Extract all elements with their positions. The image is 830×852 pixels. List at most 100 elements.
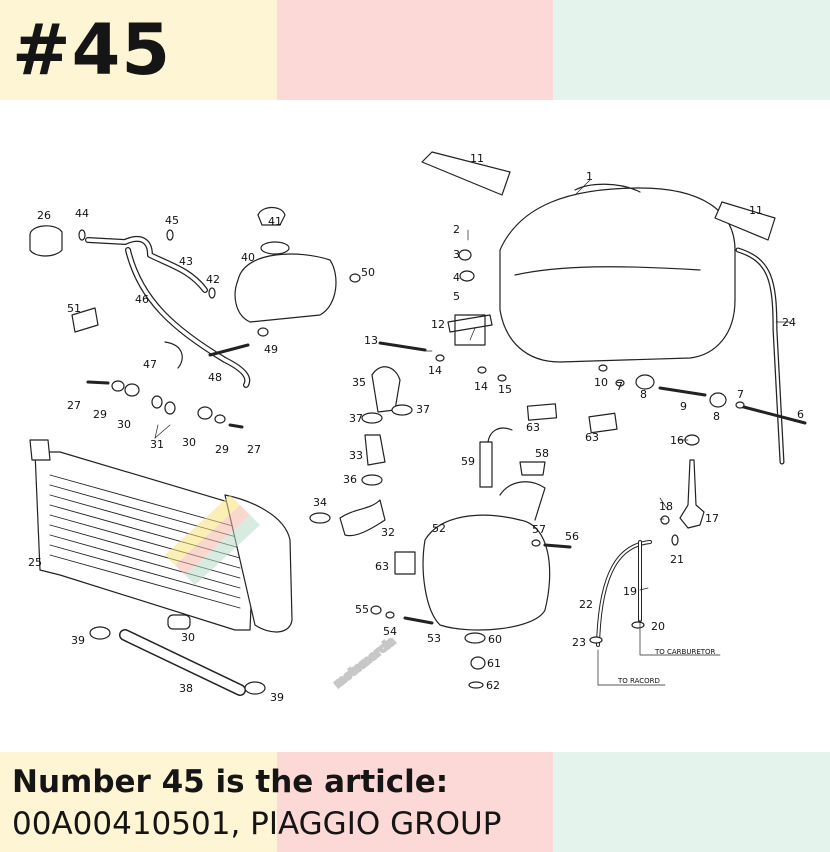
block-63c	[394, 551, 416, 575]
to-carburetor-note: TO CARBURETOR	[654, 648, 716, 656]
part-label: 63	[526, 421, 540, 434]
clip-51	[71, 307, 99, 333]
part-label: 61	[487, 657, 501, 670]
hose-33	[364, 434, 386, 466]
hose-32	[339, 499, 386, 537]
label-sticker-right	[714, 201, 776, 241]
part-label: 15	[498, 383, 512, 396]
part-label: 41	[268, 215, 282, 228]
part-label: 44	[75, 207, 89, 220]
part-label: 18	[659, 500, 673, 513]
part-label: 42	[206, 273, 220, 286]
part-label: 50	[361, 266, 375, 279]
part-label: 8	[713, 410, 720, 423]
part-label: 60	[488, 633, 502, 646]
watermark-stripe	[165, 495, 260, 585]
part-label: 22	[579, 598, 593, 611]
part-label: 45	[165, 214, 179, 227]
part-label: 11	[470, 152, 484, 165]
part-label: 2	[453, 223, 460, 236]
part-label: 37	[349, 412, 363, 425]
part-label: 57	[532, 523, 546, 536]
part-label: 34	[313, 496, 327, 509]
part-label: 63	[585, 431, 599, 444]
part-label: 55	[355, 603, 369, 616]
part-label: 16	[670, 434, 684, 447]
expansion-tank	[234, 253, 337, 323]
part-label: 48	[208, 371, 222, 384]
part-label: 9	[680, 400, 687, 413]
hose-35	[371, 366, 401, 413]
part-label: 26	[37, 209, 51, 222]
part-label: 58	[535, 447, 549, 460]
part-label: 32	[381, 526, 395, 539]
part-label: 3	[453, 248, 460, 261]
part-label: 14	[474, 380, 488, 393]
part-label: 14	[428, 364, 442, 377]
part-label: 10	[594, 376, 608, 389]
part-label: 51	[67, 302, 81, 315]
part-label: 40	[241, 251, 255, 264]
part-label: 20	[651, 620, 665, 633]
fuel-tap-17	[679, 459, 705, 529]
part-label: 17	[705, 512, 719, 525]
part-label: 39	[71, 634, 85, 647]
caption-heading: Number 45 is the article:	[12, 764, 449, 800]
part-label: 6	[797, 408, 804, 421]
part-label: 5	[453, 290, 460, 303]
part-label: 7	[737, 388, 744, 401]
part-label: 27	[67, 399, 81, 412]
part-label: 12	[431, 318, 445, 331]
part-label: 29	[215, 443, 229, 456]
coolant-reservoir	[422, 514, 551, 631]
part-label: 59	[461, 455, 475, 468]
part-label: 62	[486, 679, 500, 692]
part-label: 7	[616, 380, 623, 393]
header-color-band	[0, 0, 830, 100]
part-label: 19	[623, 585, 637, 598]
part-label: 56	[565, 530, 579, 543]
block-63b	[588, 412, 618, 434]
part-label: 35	[352, 376, 366, 389]
part-label: 27	[247, 443, 261, 456]
part-label: 38	[179, 682, 193, 695]
to-racord-note: TO RACORD	[617, 677, 660, 685]
part-label: 23	[572, 636, 586, 649]
part-label: 43	[179, 255, 193, 268]
part-label: 63	[375, 560, 389, 573]
part-label: 33	[349, 449, 363, 462]
part-label: 31	[150, 438, 164, 451]
part-label: 11	[749, 204, 763, 217]
part-label: 53	[427, 632, 441, 645]
part-label: 37	[416, 403, 430, 416]
part-label: 30	[181, 631, 195, 644]
grommet-30	[167, 614, 191, 630]
part-label: 25	[28, 556, 42, 569]
part-number-labels: 1 2 3 4 5 6 7 7 8 8 9 10 11 11 12 13 14 …	[28, 152, 804, 704]
cap-41	[257, 206, 286, 226]
label-sticker-top	[421, 151, 511, 196]
part-label: 24	[782, 316, 796, 329]
block-63a	[526, 403, 558, 421]
part-label: 46	[135, 293, 149, 306]
part-label: 13	[364, 334, 378, 347]
part-label: 21	[670, 553, 684, 566]
part-label: 30	[182, 436, 196, 449]
part-label: 39	[270, 691, 284, 704]
part-label: 4	[453, 271, 460, 284]
filler-cap	[29, 225, 63, 257]
part-label: 30	[117, 418, 131, 431]
sensor-59	[479, 441, 493, 488]
caption-article: 00A00410501, PIAGGIO GROUP	[12, 806, 502, 842]
part-label: 1	[586, 170, 593, 183]
exploded-parts-diagram: 1 2 3 4 5 6 7 7 8 8 9 10 11 11 12 13 14 …	[28, 151, 807, 704]
caption-color-band	[0, 752, 830, 852]
part-label: 49	[264, 343, 278, 356]
part-label: 36	[343, 473, 357, 486]
part-label: 52	[432, 522, 446, 535]
part-label: 47	[143, 358, 157, 371]
part-label: 54	[383, 625, 397, 638]
fuel-tank	[499, 187, 736, 363]
part-label: 8	[640, 388, 647, 401]
part-label: 29	[93, 408, 107, 421]
